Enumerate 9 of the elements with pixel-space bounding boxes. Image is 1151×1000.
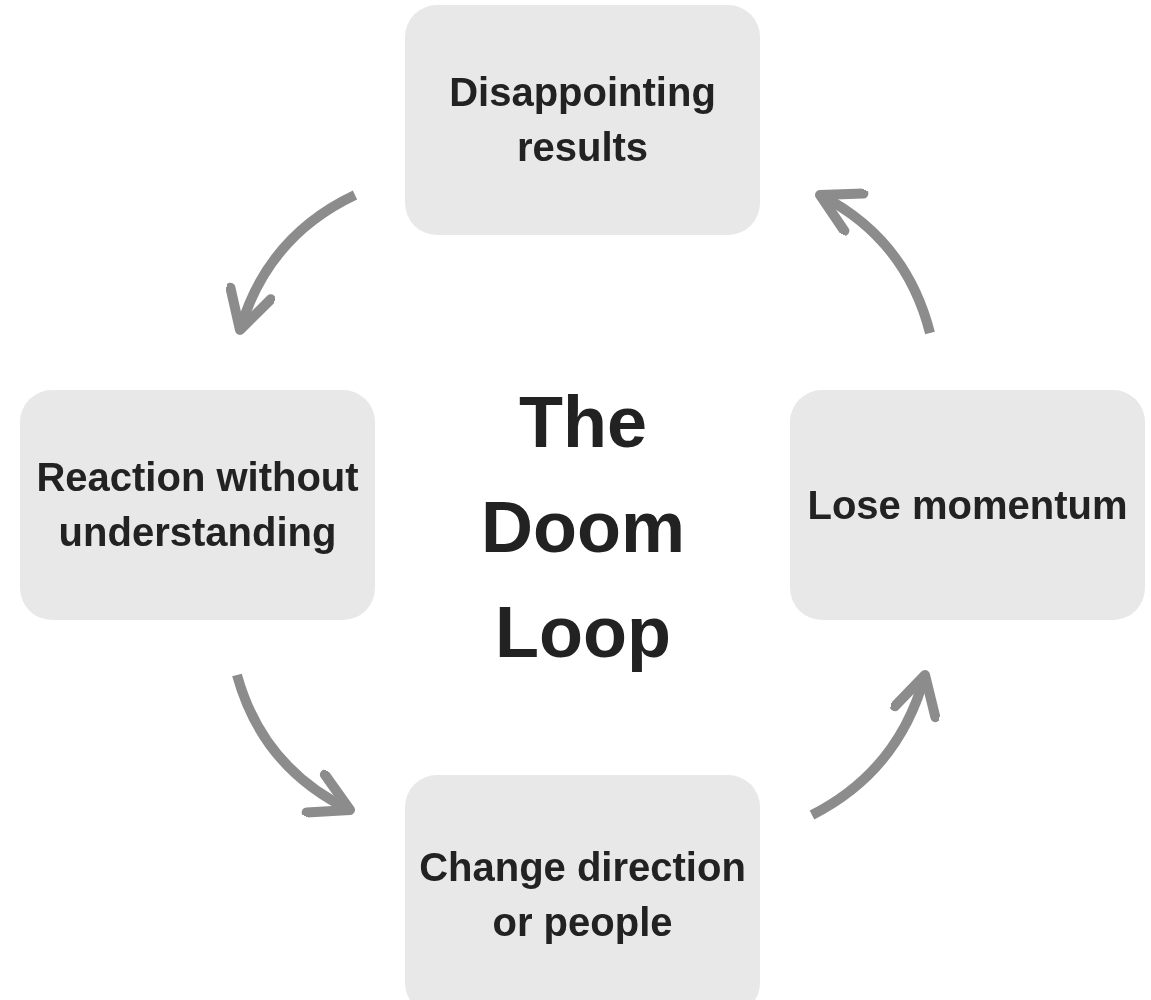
curved-arrow [815, 189, 935, 335]
curved-arrow [232, 673, 355, 817]
box-label: Lose momentum [807, 481, 1128, 529]
curved-arrow [809, 670, 940, 820]
box-label: Reaction without understanding [35, 454, 360, 556]
diagram-title: The Doom Loop [480, 381, 686, 674]
box-label: Disappointing results [448, 69, 717, 171]
curved-arrow [226, 190, 358, 335]
box-label: Change direction or people [418, 844, 747, 946]
